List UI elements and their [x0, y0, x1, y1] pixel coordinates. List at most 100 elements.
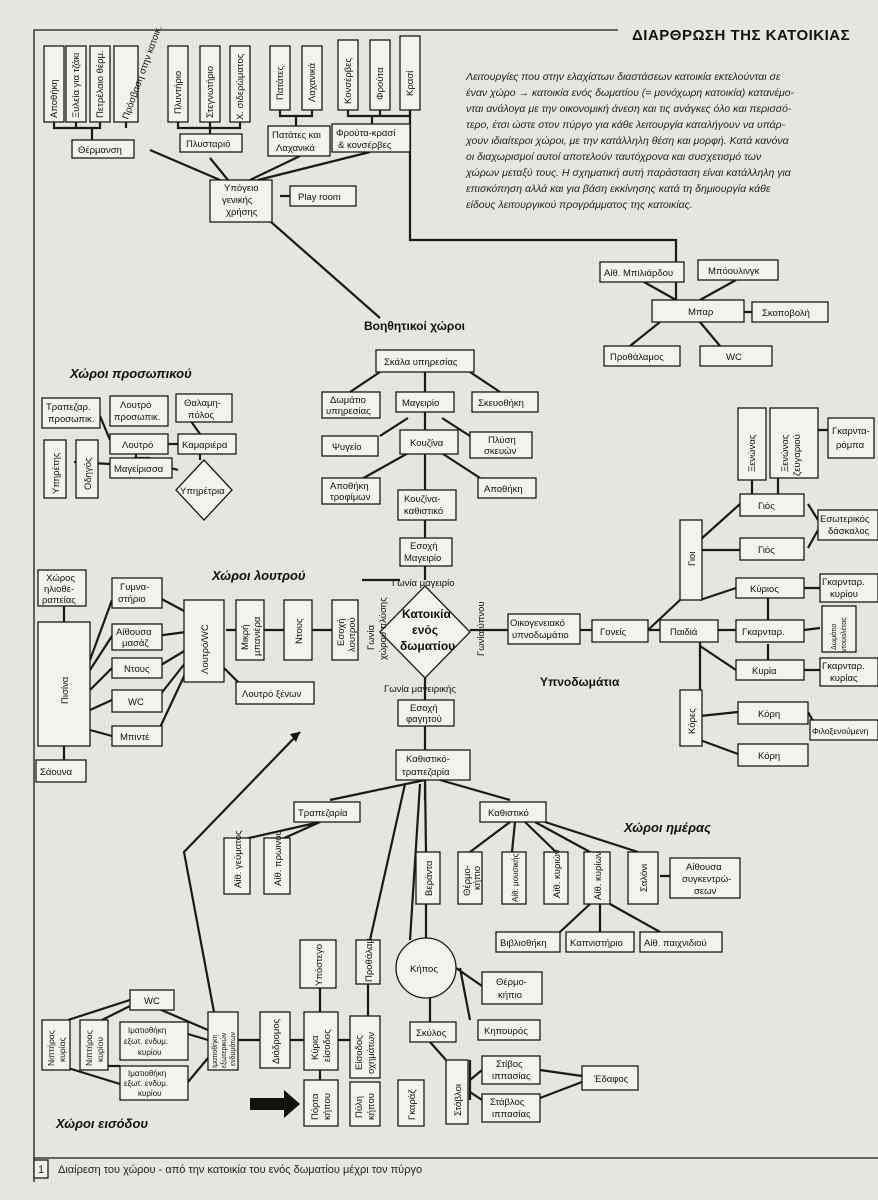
basement-item-wine [399, 35, 421, 111]
service-room-box [321, 391, 381, 419]
general-basement-box [209, 179, 273, 223]
cloak-mr-label-3: κυρίου [138, 1048, 162, 1057]
corridor-label: Διάδρομος [271, 1018, 282, 1064]
entrance-group: WC Νιπτήρας κυρίας Νιπτήρας κυρίου Ιματι… [41, 935, 425, 1127]
daughter2-label: Κόρη [758, 751, 780, 762]
gym-box [111, 577, 163, 609]
center-group: Κατοικία ενός δωματίου Γωνία μαγειρίο Γω… [366, 578, 487, 695]
guest-bath-label: Λουτρό ξένων [242, 689, 302, 700]
bath-niche-box [331, 599, 359, 661]
intro-line: επισκόπηση αλλά και για βάση εκκίνησης κ… [466, 183, 771, 195]
basement-item-vegetables [301, 45, 323, 111]
staff-bath-label-1: Λουτρό [120, 400, 151, 411]
dining-niche-label-1: Εσοχή [410, 703, 438, 714]
basement-item-potatoes-label: Πατάτες [275, 66, 286, 100]
heating-box [71, 139, 135, 159]
laundry-label: Πλυσταριό [186, 139, 230, 150]
dishwash-label-1: Πλύση [488, 435, 516, 446]
car-entry-label-2: οχημάτων [366, 1032, 377, 1074]
caption-number-box [33, 1159, 49, 1179]
one-room-label-2: ενός [412, 623, 438, 637]
bath-wc-label: WC [128, 697, 144, 708]
sunbathing-label-1: Χώρος [46, 573, 75, 584]
banquet-label: Αίθ. γεύματος [233, 830, 244, 888]
servant-box [43, 439, 67, 499]
tutor-label-2: δάσκαλος [828, 526, 870, 537]
caption-text: Διαίρεση του χώρου - από την κατοικία το… [58, 1164, 422, 1176]
kitchen-niche-label-1: Εσοχή [410, 541, 438, 552]
library-label: Βιβλιοθήκη [500, 938, 547, 949]
gentlemen-label: Αίθ. κυρίων [593, 851, 604, 900]
shower2-label: Ντους [294, 618, 305, 644]
wardrobe-g-label-2: ρόμπα [836, 440, 865, 451]
pantry-label: Μαγειρίο [402, 398, 439, 409]
daughter1-box [737, 701, 809, 725]
shower2-box [283, 599, 313, 661]
staff-group: Τραπεζαρ. προσωπικ. Λουτρό προσωπικ. Θαλ… [41, 393, 237, 521]
main-entry-label-1: Κύρια [310, 1035, 321, 1060]
bath-niche-label-2: λουτρού [347, 617, 358, 652]
basement-item-storage [43, 45, 65, 123]
smoking-box [565, 931, 635, 953]
cloakroom-box [207, 1011, 239, 1071]
potatoes-label-1: Πατάτες και [272, 130, 321, 141]
section-label-staff: Χώροι προσωπικού [69, 366, 192, 381]
entrance-wc-label: WC [144, 996, 160, 1007]
basement-item-dryer-label: Στεγνωτήριο [205, 66, 216, 118]
chambermaid-box [175, 393, 233, 423]
garden-door-box [303, 1079, 339, 1127]
cloak-mr-label-2: εξωτ. ενδυμ. [124, 1037, 168, 1046]
bowling-label: Μπόουλινγκ [708, 266, 760, 277]
arrow-head-icon [290, 732, 300, 742]
garden-door-label-1: Πόρτα [310, 1093, 321, 1120]
mrs-label: Κυρία [752, 666, 777, 677]
intro-line: Λειτουργίες που στην ελαχίστων διαστάσεω… [465, 71, 781, 83]
wardrobe-mrs-label-2: κυρίας [830, 673, 858, 684]
tutor-label-1: Εσωτερικός [820, 514, 870, 525]
music-label: Αίθ. μουσικής [511, 853, 520, 902]
sons-box [679, 519, 703, 601]
living-box [479, 801, 547, 823]
wardrobe-mrs-label-1: Γκαρνταρ. [822, 661, 865, 672]
pantry-box [395, 391, 455, 413]
wardrobe-g-box [827, 417, 875, 459]
wardrobe-g-label-1: Γκαρντα- [832, 426, 870, 437]
intro-line: έναν χώρο → κατοικία ενός δωματίου (= μο… [466, 87, 795, 99]
assembly-box [669, 857, 741, 899]
salon-label: Σαλόνι [639, 864, 650, 892]
basement-item-dryer [199, 45, 221, 123]
mr-label: Κύριος [750, 584, 779, 595]
garage-label: Γκαράζ [407, 1089, 418, 1120]
nursery-mr-box [79, 1019, 109, 1071]
stable-label-1: Στάβλος [490, 1097, 525, 1108]
conservatory-label-1: Θέρμο- [462, 865, 473, 896]
one-room-label-3: δωματίου [400, 639, 455, 653]
fruit-wine-box [331, 123, 411, 153]
main-entry-label-2: είσοδος [322, 1029, 333, 1062]
garden-door-label-2: κήπου [322, 1093, 333, 1120]
family-bedroom-box [507, 613, 581, 645]
ring-box [481, 1055, 541, 1085]
storage-label: Αποθήκη [484, 484, 523, 495]
daughters-box [679, 689, 703, 747]
sauna-label: Σάουνα [40, 767, 73, 778]
housekeeper-label: Υπηρέτρια [180, 486, 225, 497]
tutor-box [817, 509, 878, 541]
section-label-bath: Χώροι λουτρού [211, 568, 306, 583]
cloak-lady-label-1: Ιματιοθήκη [128, 1069, 166, 1078]
guest-bath-box [235, 681, 315, 705]
guest-couple-label-2: ζευγαριού [792, 434, 803, 476]
wardrobe-label: Γκαρνταρ. [742, 627, 785, 638]
fridge-box [321, 435, 379, 457]
veranda-box [415, 851, 441, 905]
corner-bottom-label: Γωνία μαγειρικής [384, 684, 456, 695]
son1-label: Γιός [758, 501, 775, 512]
breakfast-box [263, 837, 291, 895]
maid-box [177, 433, 237, 455]
one-room-dwelling-diamond [379, 585, 471, 679]
parents-box [591, 619, 649, 643]
service-stair-label: Σκάλα υπηρεσίας [384, 357, 458, 368]
cloakroom-label-2: εξωτερικών [220, 1032, 228, 1068]
bowling-box [697, 259, 779, 281]
